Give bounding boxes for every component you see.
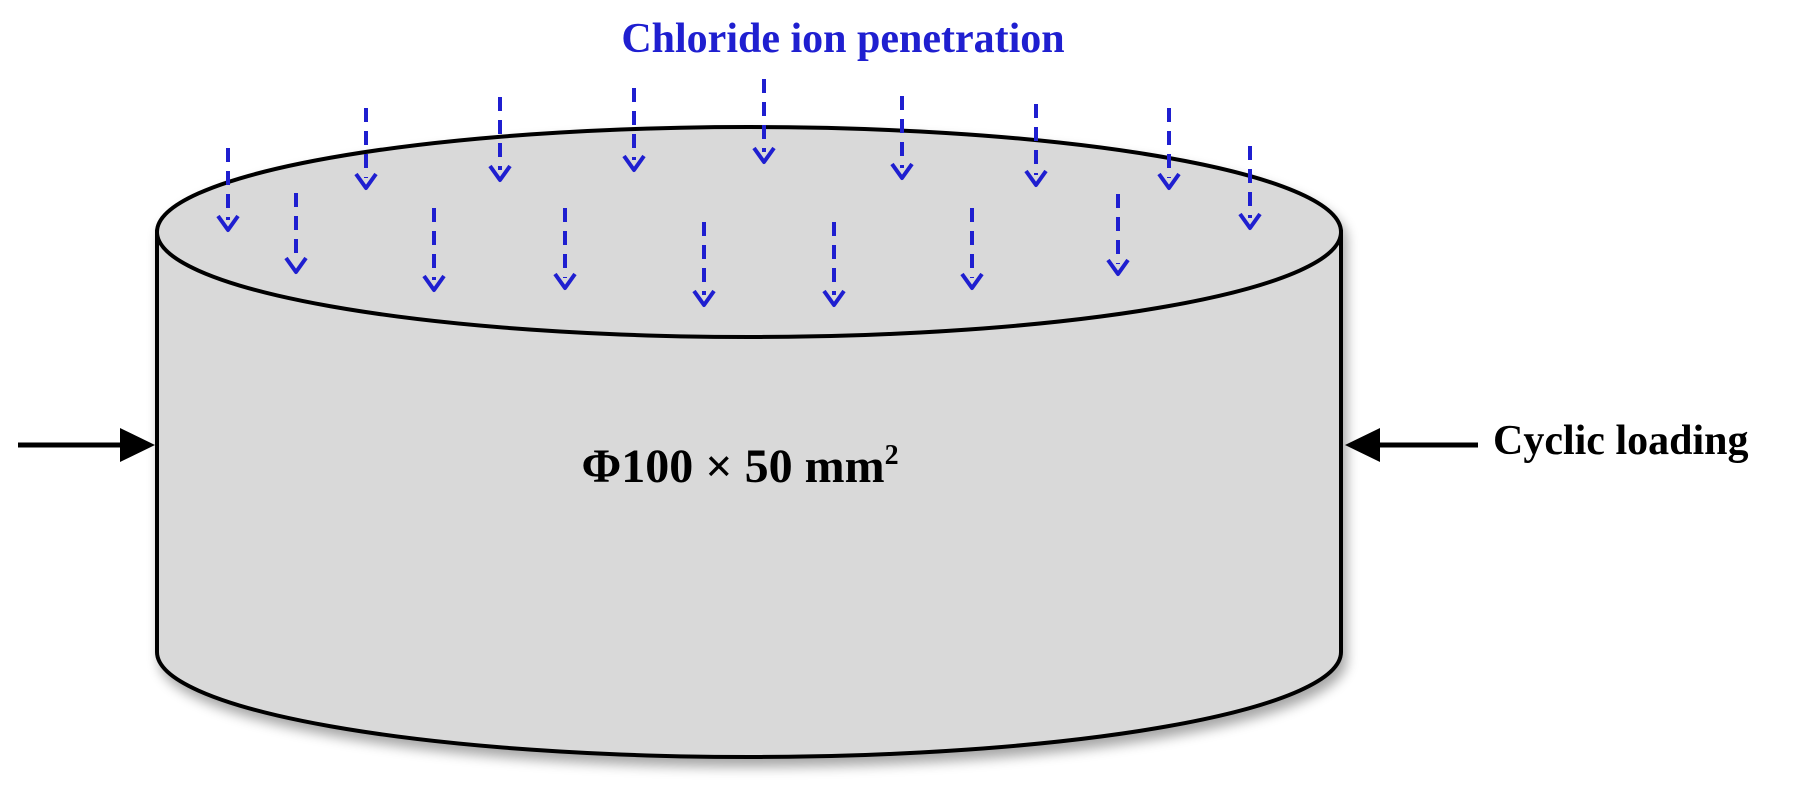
left-load-arrow (18, 428, 155, 462)
penetration-arrow (284, 193, 308, 274)
penetration-arrow (216, 148, 240, 232)
chloride-penetration-label: Chloride ion penetration (621, 16, 1064, 62)
penetration-arrow (1024, 104, 1048, 187)
penetration-arrow (488, 97, 512, 182)
penetration-arrow (890, 96, 914, 180)
cylinder-specimen (155, 125, 1343, 759)
penetration-arrow (752, 79, 776, 164)
penetration-arrows (216, 79, 1262, 307)
cylinder-side (155, 230, 1343, 759)
right-load-arrow (1345, 428, 1478, 462)
penetration-arrow (354, 108, 378, 190)
cyclic-loading-label: Cyclic loading (1493, 418, 1749, 464)
penetration-arrow (960, 208, 984, 290)
penetration-arrow (622, 88, 646, 172)
penetration-arrow (692, 222, 716, 307)
penetration-arrow (422, 208, 446, 292)
penetration-arrow (1157, 108, 1181, 190)
penetration-arrow (553, 208, 577, 290)
penetration-arrow (1106, 194, 1130, 276)
cylinder-top-face (155, 125, 1343, 339)
penetration-arrow (822, 222, 846, 307)
specimen-dimension-label: Φ100 × 50 mm2 (581, 440, 898, 493)
penetration-arrow (1238, 146, 1262, 230)
